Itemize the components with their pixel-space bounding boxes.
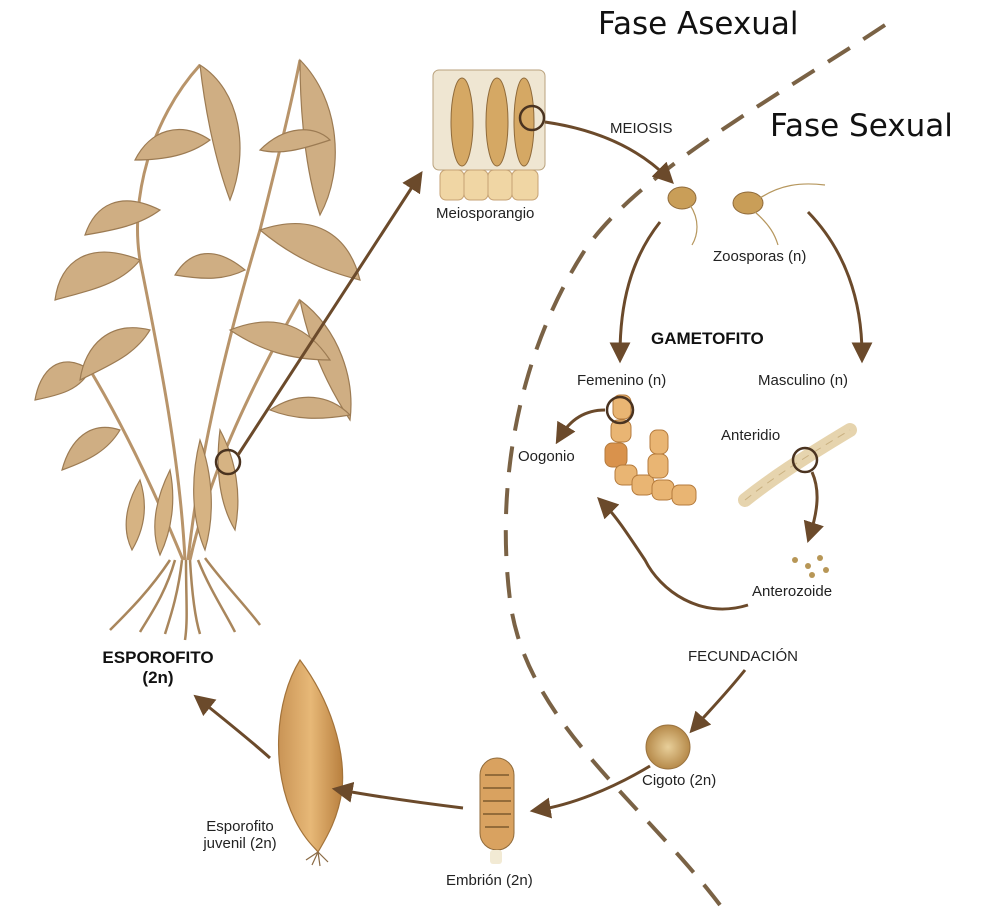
anteridio-label: Anteridio [721,427,780,444]
female-gametophyte-illustration [605,395,696,505]
sporophyte-adult-illustration [35,60,360,640]
meiosporangium-illustration [433,70,545,200]
cigoto-label: Cigoto (2n) [642,772,716,789]
masculino-label: Masculino (n) [758,372,848,389]
esporofito-juvenil-label: Esporofito juvenil (2n) [190,818,290,852]
arrow-fertilization [603,503,748,609]
arrow-female-to-oogonium [560,410,605,437]
fecundacion-label: FECUNDACIÓN [688,648,798,665]
phase-sexual-label: Fase Sexual [770,108,953,144]
esporofito-label: ESPOROFITO (2n) [98,648,218,688]
meiosporangio-label: Meiosporangio [436,205,534,222]
embrion-label: Embrión (2n) [446,872,533,889]
femenino-label: Femenino (n) [577,372,666,389]
oogonio-label: Oogonio [518,448,575,465]
embryo-illustration [480,758,514,864]
arrow-antheridium-to-antherozoid [810,472,817,535]
zoosporas-label: Zoosporas (n) [713,248,806,265]
zygote-illustration [646,725,690,769]
antherozoids-illustration [792,555,829,578]
phase-asexual-label: Fase Asexual [598,6,799,42]
arrow-juvenile-to-adult [200,700,270,758]
meiosis-label: MEIOSIS [610,120,673,137]
esporofito-line2: (2n) [98,668,218,688]
arrow-embryo-to-juvenile [340,790,463,808]
anterozoide-label: Anterozoide [752,583,832,600]
arrow-to-zygote [695,670,745,727]
esporofito-juvenil-line1: Esporofito [190,818,290,835]
zoospores-illustration [668,184,825,245]
esporofito-juvenil-line2: juvenil (2n) [190,835,290,852]
arrow-zoospore-to-male [808,212,862,355]
esporofito-line1: ESPOROFITO [98,648,218,668]
gametofito-label: GAMETOFITO [651,329,764,349]
